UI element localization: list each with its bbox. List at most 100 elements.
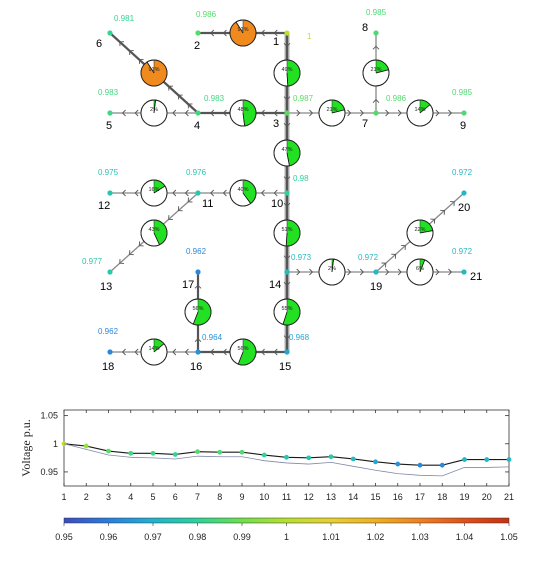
loading-radius	[146, 61, 155, 74]
bus-voltage-15: 0.968	[289, 333, 310, 342]
flow-arrow	[347, 109, 352, 117]
loading-percent: 55%	[281, 306, 292, 312]
bus-number-9: 9	[460, 120, 466, 132]
flow-arrow	[222, 109, 227, 117]
x-tick-label: 8	[217, 492, 222, 502]
bus-4	[195, 110, 201, 116]
bus-number-20: 20	[458, 202, 470, 214]
bus-voltage-17: 0.962	[186, 247, 207, 256]
flow-arrow	[372, 45, 380, 50]
bus-11	[195, 190, 201, 196]
bus-20	[461, 190, 467, 196]
loading-percent: 49%	[281, 67, 292, 73]
bus-7	[373, 110, 379, 116]
x-tick-label: 21	[504, 492, 514, 502]
bus-5	[107, 110, 113, 116]
flow-arrow	[168, 85, 173, 91]
loading-circle-ring	[273, 298, 301, 326]
loading-radius	[153, 232, 160, 245]
flow-arrow	[273, 348, 278, 356]
loading-percent: 14%	[148, 346, 159, 352]
flow-arrow	[184, 348, 189, 356]
x-tick-label: 12	[304, 492, 314, 502]
loading-circle-4-5: 2%	[140, 99, 168, 127]
loading-circle-ring	[140, 179, 168, 207]
x-tick-label: 18	[437, 492, 447, 502]
y-axis-label: Voltage p.u.	[19, 419, 33, 476]
bus-number-2: 2	[194, 40, 200, 52]
loading-circle-ring	[362, 59, 390, 87]
loading-circle-ring	[406, 99, 434, 127]
bus-number-16: 16	[190, 361, 202, 373]
loading-radius	[153, 100, 157, 114]
colorbar-tick-label: 1.05	[500, 532, 518, 542]
bus-voltage-18: 0.962	[98, 327, 119, 336]
bus-voltage-14: 0.973	[291, 253, 312, 262]
loading-circle-ring	[318, 99, 346, 127]
loading-radius	[282, 311, 288, 325]
loading-radius	[153, 185, 166, 194]
flow-arrow	[372, 99, 380, 103]
bus-voltage-8: 0.985	[366, 8, 387, 17]
loading-circle-16-17: 56%	[184, 298, 212, 326]
bus-17	[195, 269, 201, 275]
flow-arrow	[283, 255, 291, 260]
bus-voltage-6: 0.981	[114, 14, 135, 23]
loading-percent: 6%	[416, 266, 424, 272]
flow-arrow	[260, 348, 265, 356]
bus-number-6: 6	[96, 38, 102, 50]
loading-percent: 91%	[237, 27, 248, 33]
flow-arrow	[435, 268, 440, 276]
loading-circle-ring	[140, 99, 168, 127]
flow-arrow	[448, 268, 453, 276]
bus-3	[284, 110, 290, 116]
flow-arrow	[134, 189, 139, 197]
flow-arrow	[210, 109, 215, 117]
loading-circle-ring	[318, 258, 346, 286]
flow-arrow	[260, 29, 265, 37]
loading-percent: 14%	[414, 107, 425, 113]
flow-arrow	[283, 282, 291, 286]
flow-arrow	[184, 189, 189, 197]
flow-arrow	[435, 109, 440, 117]
bus-2	[195, 30, 201, 36]
loading-radius	[153, 343, 165, 353]
flow-arrow	[222, 189, 227, 197]
data-point	[417, 462, 423, 468]
loading-circle-7-8: 21%	[362, 59, 390, 87]
loading-radius	[331, 109, 345, 114]
bus-voltage-7: 0.986	[386, 94, 407, 103]
bus-number-3: 3	[273, 118, 279, 130]
loading-circle-10-14: 51%	[273, 219, 301, 247]
loading-circle-10-11: 40%	[229, 179, 257, 207]
loading-circle-ring	[273, 139, 301, 167]
x-tick-label: 11	[282, 492, 291, 502]
flow-arrow	[283, 123, 291, 127]
flow-arrow	[397, 109, 402, 117]
loading-circle-11-13: 43%	[140, 219, 168, 247]
loading-radius	[331, 259, 335, 273]
loading-circle-3-4: 48%	[229, 99, 257, 127]
bus-number-12: 12	[98, 200, 110, 212]
bus-voltage-9: 0.985	[452, 88, 473, 97]
flow-arrow	[359, 109, 364, 117]
data-point	[328, 454, 334, 460]
colorbar-tick-label: 1	[284, 532, 289, 542]
y-tick-label: 1.05	[40, 411, 58, 421]
bus-voltage-20: 0.972	[452, 168, 473, 177]
flow-arrow	[283, 96, 291, 101]
bus-10	[284, 190, 290, 196]
data-point	[128, 450, 134, 456]
loading-circle-19-21: 6%	[406, 258, 434, 286]
flow-arrow	[296, 268, 301, 276]
loading-circle-ring	[140, 59, 168, 87]
flow-arrow	[273, 109, 278, 117]
x-tick-label: 10	[259, 492, 269, 502]
flow-arrow	[172, 189, 177, 197]
x-tick-label: 20	[482, 492, 492, 502]
loading-circle-14-19: 2%	[318, 258, 346, 286]
loading-radius	[242, 192, 251, 204]
data-point	[373, 459, 378, 465]
bus-voltage-1: 1	[307, 32, 312, 41]
flow-arrow	[184, 109, 189, 117]
